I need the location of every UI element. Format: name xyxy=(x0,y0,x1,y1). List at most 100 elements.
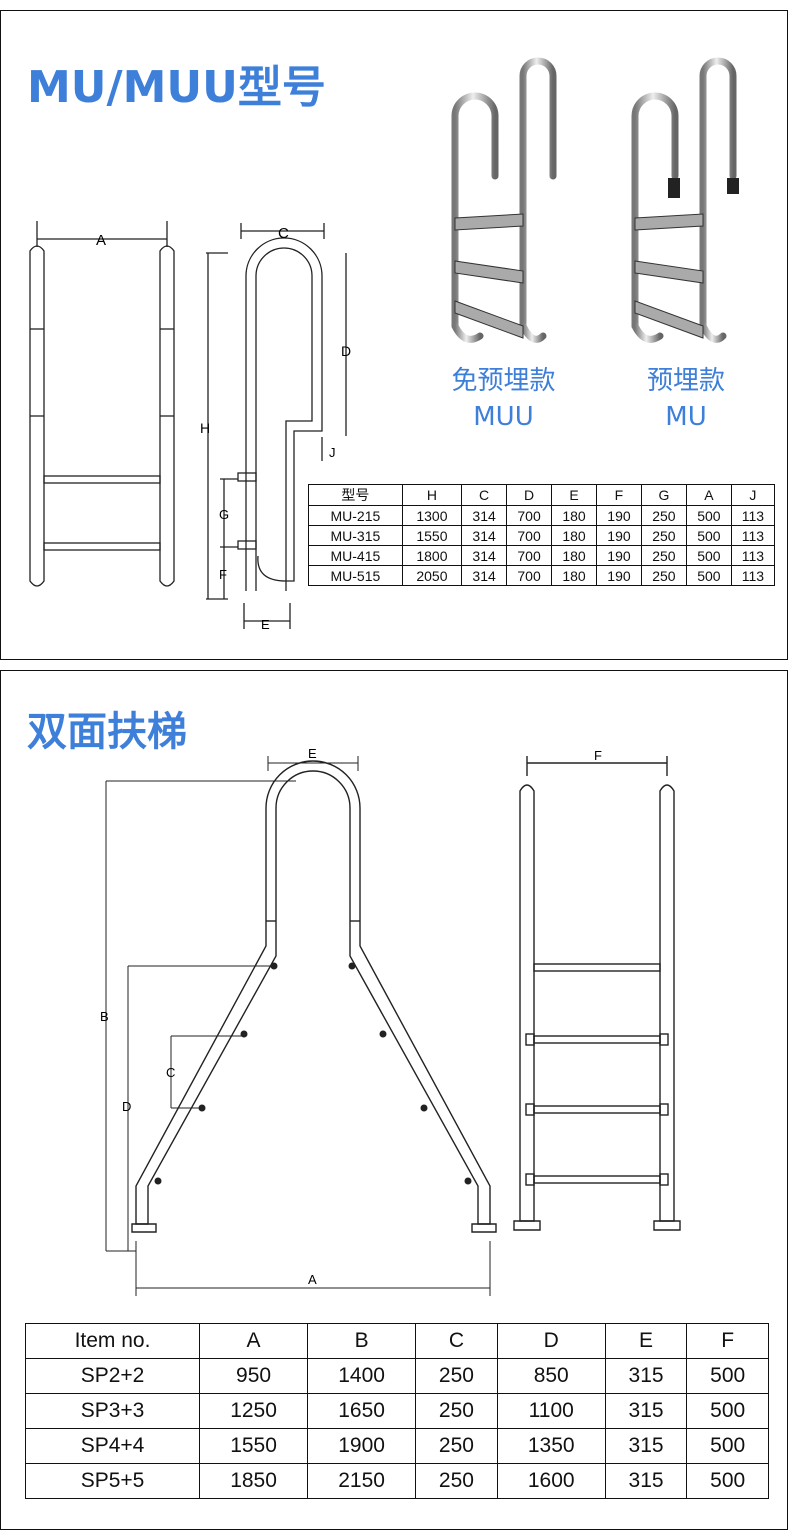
table-cell: 190 xyxy=(595,545,642,566)
table-cell: 500 xyxy=(686,1393,769,1429)
double-ladder-front-drawing: F xyxy=(513,748,681,1231)
table-cell: MU-415 xyxy=(308,545,403,566)
caption-muu-cn: 免预埋款 xyxy=(451,366,556,396)
dim-label-a: A xyxy=(308,1272,317,1287)
caption-muu-code: MUU xyxy=(473,402,534,432)
mu-spec-table: 型号 H C D E F G A J MU-215 1300 314 700 1… xyxy=(308,484,776,586)
table-row: SP4+4 1550 1900 250 1350 315 500 xyxy=(24,1428,769,1464)
table-cell: MU-515 xyxy=(308,565,403,586)
table-cell: 250 xyxy=(415,1393,498,1429)
table-cell: 315 xyxy=(604,1358,688,1394)
dim-label-e: E xyxy=(261,617,270,631)
table-cell: 250 xyxy=(640,545,687,566)
table-header-cell: Item no. xyxy=(24,1323,201,1359)
table-row: MU-515 2050 314 700 180 190 250 500 113 xyxy=(308,565,776,586)
table-cell: 1800 xyxy=(401,545,463,566)
table-cell: 1250 xyxy=(199,1393,309,1429)
dim-label-d: D xyxy=(122,1099,131,1114)
table-cell: MU-315 xyxy=(308,525,403,546)
table-cell: 500 xyxy=(685,525,732,546)
dim-label-e: E xyxy=(308,746,317,761)
table-header-cell: D xyxy=(506,484,553,506)
table-header-row: 型号 H C D E F G A J xyxy=(308,484,776,506)
dim-label-h: H xyxy=(200,420,210,436)
table-cell: 190 xyxy=(595,505,642,526)
table-cell: 2050 xyxy=(401,565,463,586)
table-cell: 250 xyxy=(415,1463,498,1499)
table-header-cell: F xyxy=(595,484,642,506)
table-cell: 700 xyxy=(506,525,553,546)
table-header-cell: H xyxy=(401,484,463,506)
table-row: MU-315 1550 314 700 180 190 250 500 113 xyxy=(308,525,776,546)
ladder-front-drawing: A xyxy=(29,221,175,587)
table-cell: 500 xyxy=(685,565,732,586)
double-ladder-side-drawing: E B D C A xyxy=(100,746,497,1296)
table-cell: 500 xyxy=(685,545,732,566)
table-cell: 180 xyxy=(551,505,597,526)
table-header-cell: E xyxy=(604,1323,688,1359)
table-cell: 314 xyxy=(461,505,508,526)
table-cell: 2150 xyxy=(307,1463,417,1499)
table-row: MU-215 1300 314 700 180 190 250 500 113 xyxy=(308,505,776,526)
table-cell: 314 xyxy=(461,565,508,586)
section-title-mu-muu: MU/MUU型号 xyxy=(27,62,326,113)
table-cell: SP4+4 xyxy=(24,1428,201,1464)
table-cell: 1850 xyxy=(199,1463,309,1499)
double-sided-ladder-panel: 双面扶梯 E B xyxy=(0,670,788,1530)
table-cell: 850 xyxy=(496,1358,606,1394)
table-cell: 700 xyxy=(506,565,553,586)
table-cell: 250 xyxy=(415,1428,498,1464)
caption-mu: 预埋款 MU xyxy=(621,363,751,435)
table-cell: 190 xyxy=(595,565,642,586)
table-cell: 113 xyxy=(730,545,776,566)
table-cell: SP5+5 xyxy=(24,1463,201,1499)
table-cell: 1300 xyxy=(401,505,463,526)
table-cell: 1900 xyxy=(307,1428,417,1464)
table-header-row: Item no. A B C D E F xyxy=(24,1323,769,1359)
table-header-cell: 型号 xyxy=(308,484,403,506)
table-cell: 315 xyxy=(604,1463,688,1499)
caption-mu-code: MU xyxy=(665,402,707,432)
table-cell: 190 xyxy=(595,525,642,546)
table-cell: 315 xyxy=(604,1393,688,1429)
dim-label-d: D xyxy=(341,343,351,359)
product-image-muu xyxy=(451,57,557,343)
table-cell: 500 xyxy=(686,1463,769,1499)
table-cell: 1400 xyxy=(307,1358,417,1394)
table-cell: 1350 xyxy=(496,1428,606,1464)
table-header-cell: C xyxy=(461,484,508,506)
table-cell: 180 xyxy=(551,565,597,586)
table-cell: 700 xyxy=(506,505,553,526)
mu-muu-panel: MU/MUU型号 A xyxy=(0,10,788,660)
ladder-side-drawing: C H D G F E J xyxy=(200,223,351,631)
dim-label-c: C xyxy=(278,225,289,242)
table-header-cell: A xyxy=(199,1323,309,1359)
table-cell: 180 xyxy=(551,545,597,566)
table-header-cell: B xyxy=(307,1323,417,1359)
table-header-cell: G xyxy=(640,484,687,506)
table-header-cell: E xyxy=(551,484,597,506)
sp-spec-table: Item no. A B C D E F SP2+2 950 1400 250 … xyxy=(24,1323,769,1499)
table-cell: 1650 xyxy=(307,1393,417,1429)
table-cell: 1550 xyxy=(401,525,463,546)
table-row: SP5+5 1850 2150 250 1600 315 500 xyxy=(24,1463,769,1499)
table-cell: 315 xyxy=(604,1428,688,1464)
product-image-mu xyxy=(631,57,739,343)
table-cell: 113 xyxy=(730,505,776,526)
table-cell: 113 xyxy=(730,525,776,546)
table-header-cell: C xyxy=(415,1323,498,1359)
table-cell: SP3+3 xyxy=(24,1393,201,1429)
dim-label-j: J xyxy=(329,445,336,460)
dim-label-f: F xyxy=(594,748,602,763)
caption-muu: 免预埋款 MUU xyxy=(431,363,576,435)
table-cell: 1550 xyxy=(199,1428,309,1464)
dim-label-g: G xyxy=(219,507,229,522)
table-row: SP2+2 950 1400 250 850 315 500 xyxy=(24,1358,769,1394)
table-header-cell: F xyxy=(686,1323,769,1359)
section-title-double-sided: 双面扶梯 xyxy=(27,709,187,755)
table-cell: 113 xyxy=(730,565,776,586)
table-cell: 500 xyxy=(685,505,732,526)
table-cell: SP2+2 xyxy=(24,1358,201,1394)
table-cell: 1100 xyxy=(496,1393,606,1429)
table-cell: MU-215 xyxy=(308,505,403,526)
